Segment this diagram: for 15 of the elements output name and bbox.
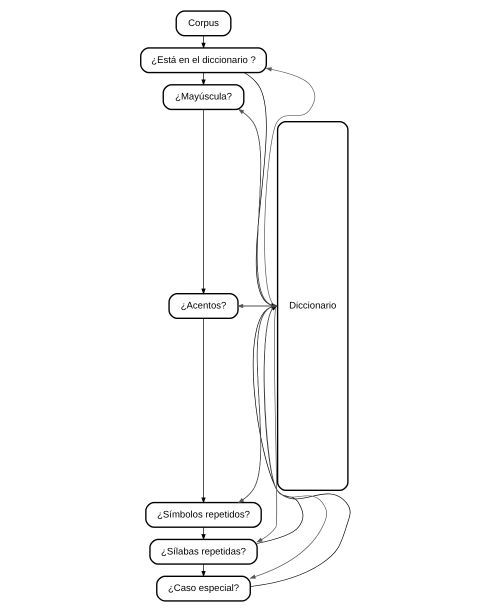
node-box: Corpus: [175, 10, 232, 36]
node-box: ¿Está en el diccionario ?: [140, 47, 267, 74]
node-box: ¿Acentos?: [168, 293, 238, 319]
arrow: [200, 109, 206, 295]
node-box: ¿Caso especial?: [156, 576, 250, 602]
arrow: [200, 35, 206, 49]
arrow: [200, 564, 206, 578]
arrow: [200, 318, 206, 504]
node-box: ¿Símbolos repetidos?: [144, 502, 262, 528]
arrow: [264, 67, 315, 306]
node-box: ¿Mayúscula?: [162, 84, 244, 110]
node-box: ¿Sílabas repetidas?: [148, 538, 258, 565]
arrow: [200, 72, 206, 86]
node-box: Diccionario: [276, 121, 348, 491]
arrow: [200, 526, 206, 540]
